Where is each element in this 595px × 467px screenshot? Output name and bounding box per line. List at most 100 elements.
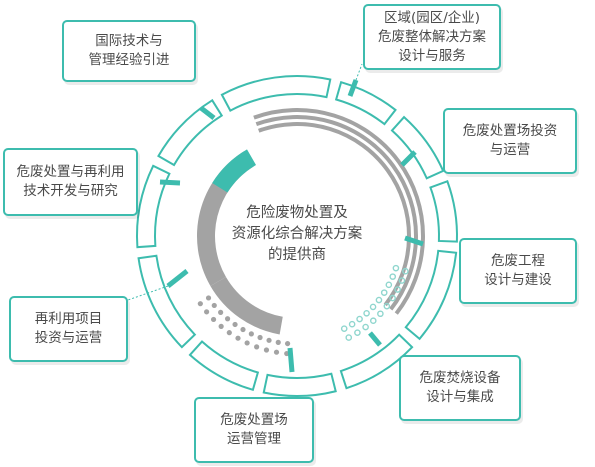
outer-ring-segment [137,254,197,349]
service-box-site-operation: 危废处置场 运营管理 [194,397,314,463]
teal-dot [348,320,356,328]
outer-ring-segment [157,98,224,167]
outer-ring-segment [404,249,458,341]
service-box-incineration-equipment: 危废焚烧设备 设计与集成 [399,355,521,421]
center-line-1: 危险废物处置及 [246,205,348,221]
gray-stripe-arc [255,115,418,311]
teal-dot [354,329,361,336]
gray-dot [240,326,246,333]
outer-ring-segment [339,333,414,390]
service-line: 区域(园区/企业) [383,9,481,26]
service-line: 再利用项目 [34,311,103,327]
service-line: 国际技术与 [95,33,163,49]
gray-stripe-arc [253,108,425,315]
service-line: 设计与建设 [484,272,552,288]
gray-solid-arc [210,277,283,335]
pointer-line [159,179,181,186]
service-line: 与运营 [489,142,531,158]
service-line: 危废处置与再利用 [16,164,125,180]
gray-dot [244,340,250,346]
gray-dot [210,316,217,323]
service-box-regional-solution: 区域(园区/企业) 危废整体解决方案 设计与服务 [363,4,501,70]
pointer-connector [127,285,169,301]
teal-dot [356,315,363,323]
teal-dot [380,289,388,296]
pointer-group [127,63,424,373]
teal-dot [385,281,393,289]
pointer-line [199,106,216,120]
teal-dot [383,302,391,310]
outer-ring-segment [390,115,445,180]
gray-dot [273,349,280,355]
service-box-tech-introduction: 国际技术与 管理经验引进 [62,20,196,82]
service-line: 投资与运营 [34,330,103,346]
gray-dot [205,295,212,301]
service-line: 危废处置场 [220,412,288,428]
teal-dot [398,277,406,284]
teal-dot [402,267,409,275]
gray-dot [235,335,241,341]
teal-dot [389,273,397,280]
teal-dot [369,303,377,311]
teal-dot [394,286,401,293]
teal-dot [377,310,384,318]
outer-ring-segment [429,179,458,243]
service-line: 危废处置场投资 [462,123,558,139]
service-line: 管理经验引进 [88,52,170,68]
pointer-line [166,269,189,288]
gray-dot [211,302,217,309]
teal-solid-arc [212,149,256,193]
outer-ring-segment [262,372,337,397]
pointer-line [368,331,382,347]
gray-stripe-arc [258,122,411,307]
pointer-line [347,79,359,97]
gray-dot [204,309,210,315]
gray-dot [218,309,224,315]
gray-dot [266,337,272,343]
gray-dot [226,330,232,336]
service-line: 危废整体解决方案 [378,28,486,45]
gray-dot [224,316,231,322]
pointer-line [400,150,417,167]
gray-dot [284,340,291,347]
gray-dot [254,344,260,350]
gray-dot [263,347,270,353]
pointer-line [404,235,424,247]
gray-dot [257,334,263,341]
gray-dot [248,331,254,337]
teal-dot [340,325,348,332]
pointer-connector [355,63,363,81]
center-line-2: 资源化综合解决方案 [231,226,363,242]
teal-dot [362,323,369,331]
gray-dot [275,339,281,345]
service-line: 设计与服务 [398,47,466,64]
center-label: 危险废物处置及 资源化综合解决方案 的提供商 [222,203,372,266]
outer-ring-segment [188,340,260,392]
inner-arc-group [196,108,425,357]
gray-dot [232,321,238,328]
service-box-reuse-projects: 再利用项目 投资与运营 [9,296,128,362]
teal-dot [363,309,370,317]
service-box-rnd: 危废处置与再利用 技术开发与研究 [3,148,138,216]
teal-dot [389,294,396,302]
outer-ring-segment [136,164,171,249]
teal-dot [345,334,353,341]
gray-dot [218,323,224,329]
service-line: 设计与集成 [426,389,494,405]
gray-dot [197,301,203,307]
gray-solid-arc [196,151,254,286]
teal-dot [375,296,383,304]
service-line: 危废焚烧设备 [419,370,501,386]
pointer-line [287,347,295,373]
teal-dot [392,264,400,272]
service-line: 危废工程 [491,253,545,269]
service-line: 技术开发与研究 [23,183,118,199]
teal-dot [369,317,377,325]
outer-ring-segment [220,75,332,112]
center-line-3: 的提供商 [268,247,326,263]
outer-ring-segments [136,75,458,397]
service-box-engineering: 危废工程 设计与建设 [459,238,577,304]
service-line: 运营管理 [227,431,281,447]
service-box-disposal-site-investment: 危废处置场投资 与运营 [443,108,577,174]
